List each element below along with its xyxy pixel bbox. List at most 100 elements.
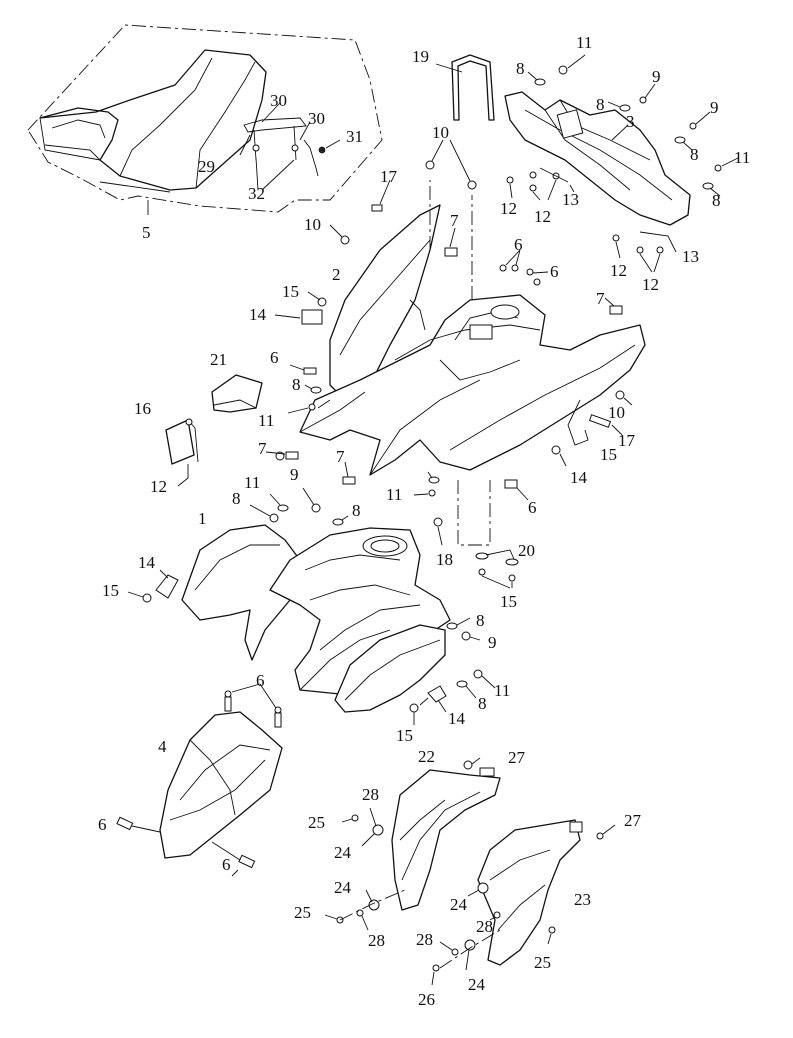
- callout-8-19: 8: [712, 191, 721, 210]
- callout-9-27: 9: [290, 465, 299, 484]
- bracket-plate: [165, 419, 195, 465]
- callout-10-30: 10: [304, 215, 321, 234]
- pad: [211, 374, 263, 413]
- callout-8-21: 8: [232, 489, 241, 508]
- callout-2-1: 2: [332, 265, 341, 284]
- callout-8-18: 8: [690, 145, 699, 164]
- callout-27-72: 27: [624, 811, 642, 830]
- callout-6-10: 6: [98, 815, 107, 834]
- callout-9-26: 9: [710, 98, 719, 117]
- callout-5-4: 5: [142, 223, 151, 242]
- front-nose-assembly: [116, 683, 283, 877]
- callout-30-79: 30: [308, 109, 325, 128]
- callout-8-23: 8: [476, 611, 485, 630]
- callout-17-55: 17: [380, 167, 398, 186]
- callout-25-69: 25: [534, 953, 551, 972]
- callout-18-57: 18: [436, 550, 453, 569]
- callout-20-59: 20: [518, 541, 535, 560]
- callout-8-17: 8: [596, 95, 605, 114]
- callout-6-11: 6: [222, 855, 231, 874]
- callout-28-75: 28: [368, 931, 385, 950]
- callout-24-66: 24: [468, 975, 486, 994]
- callout-24-64: 24: [334, 878, 352, 897]
- callout-6-8: 6: [270, 348, 279, 367]
- callout-29-77: 29: [198, 157, 215, 176]
- callout-11-33: 11: [734, 148, 750, 167]
- callout-11-37: 11: [494, 681, 510, 700]
- callout-11-32: 11: [576, 33, 592, 52]
- callout-7-12: 7: [450, 211, 459, 230]
- callout-15-49: 15: [282, 282, 299, 301]
- callout-11-36: 11: [386, 485, 402, 504]
- guard-fasteners: [324, 757, 616, 986]
- callout-27-71: 27: [508, 748, 526, 767]
- callout-12-39: 12: [534, 207, 551, 226]
- callout-24-65: 24: [450, 895, 468, 914]
- callout-28-73: 28: [362, 785, 379, 804]
- callout-7-13: 7: [596, 289, 605, 308]
- callout-7-14: 7: [258, 439, 267, 458]
- callout-30-78: 30: [270, 91, 287, 110]
- seat-group-boundary: [27, 24, 383, 213]
- callout-1-0: 1: [198, 509, 207, 528]
- rear-fender: [299, 294, 646, 476]
- callout-12-42: 12: [150, 477, 167, 496]
- callout-4-3: 4: [158, 737, 167, 756]
- callout-23-62: 23: [574, 890, 591, 909]
- callout-9-25: 9: [652, 67, 661, 86]
- front-fender: [181, 524, 301, 661]
- rear-support-frame: [435, 54, 739, 273]
- rear-fender-assembly: [165, 139, 646, 589]
- callout-8-22: 8: [352, 501, 361, 520]
- callout-6-6: 6: [514, 235, 523, 254]
- callout-8-24: 8: [478, 694, 487, 713]
- callout-6-7: 6: [550, 262, 559, 281]
- callout-10-29: 10: [432, 123, 449, 142]
- callout-14-47: 14: [570, 468, 588, 487]
- seat: [39, 49, 267, 191]
- callout-16-54: 16: [134, 399, 151, 418]
- seat-group: [27, 24, 383, 215]
- front-fasteners: [127, 487, 496, 725]
- callout-14-45: 14: [249, 305, 267, 324]
- callout-19-58: 19: [412, 47, 429, 66]
- callout-6-5: 6: [256, 671, 265, 690]
- grab-handle: [451, 54, 495, 121]
- callout-17-56: 17: [618, 431, 636, 450]
- callout-14-46: 14: [138, 553, 156, 572]
- callout-11-34: 11: [258, 411, 274, 430]
- front-nose-cover: [159, 711, 283, 859]
- callout-15-51: 15: [600, 445, 617, 464]
- callout-15-52: 15: [500, 592, 517, 611]
- callout-12-40: 12: [610, 261, 627, 280]
- callout-3-2: 3: [626, 112, 635, 131]
- seat-latch-bracket: [243, 117, 307, 133]
- right-footwell-guard: [477, 819, 581, 966]
- callout-15-50: 15: [102, 581, 119, 600]
- fender-fasteners: [274, 139, 633, 589]
- callout-28-76: 28: [416, 930, 433, 949]
- front-fender-assembly: [127, 487, 496, 725]
- callout-6-9: 6: [528, 498, 537, 517]
- side-guards: [324, 757, 616, 986]
- callout-28-74: 28: [476, 917, 493, 936]
- callout-9-28: 9: [488, 633, 497, 652]
- callout-21-60: 21: [210, 350, 227, 369]
- callout-7-15: 7: [336, 447, 345, 466]
- left-footwell-guard: [391, 769, 501, 911]
- callout-8-20: 8: [292, 375, 301, 394]
- callout-12-38: 12: [500, 199, 517, 218]
- front-right-guard: [334, 624, 446, 713]
- callout-32-81: 32: [248, 184, 265, 203]
- callout-26-70: 26: [418, 990, 435, 1009]
- bracket-fasteners: [506, 54, 739, 273]
- callout-22-61: 22: [418, 747, 435, 766]
- callout-13-43: 13: [562, 190, 579, 209]
- callout-25-68: 25: [294, 903, 311, 922]
- callout-8-16: 8: [516, 59, 525, 78]
- callout-24-63: 24: [334, 843, 352, 862]
- callout-14-48: 14: [448, 709, 466, 728]
- callout-10-31: 10: [608, 403, 625, 422]
